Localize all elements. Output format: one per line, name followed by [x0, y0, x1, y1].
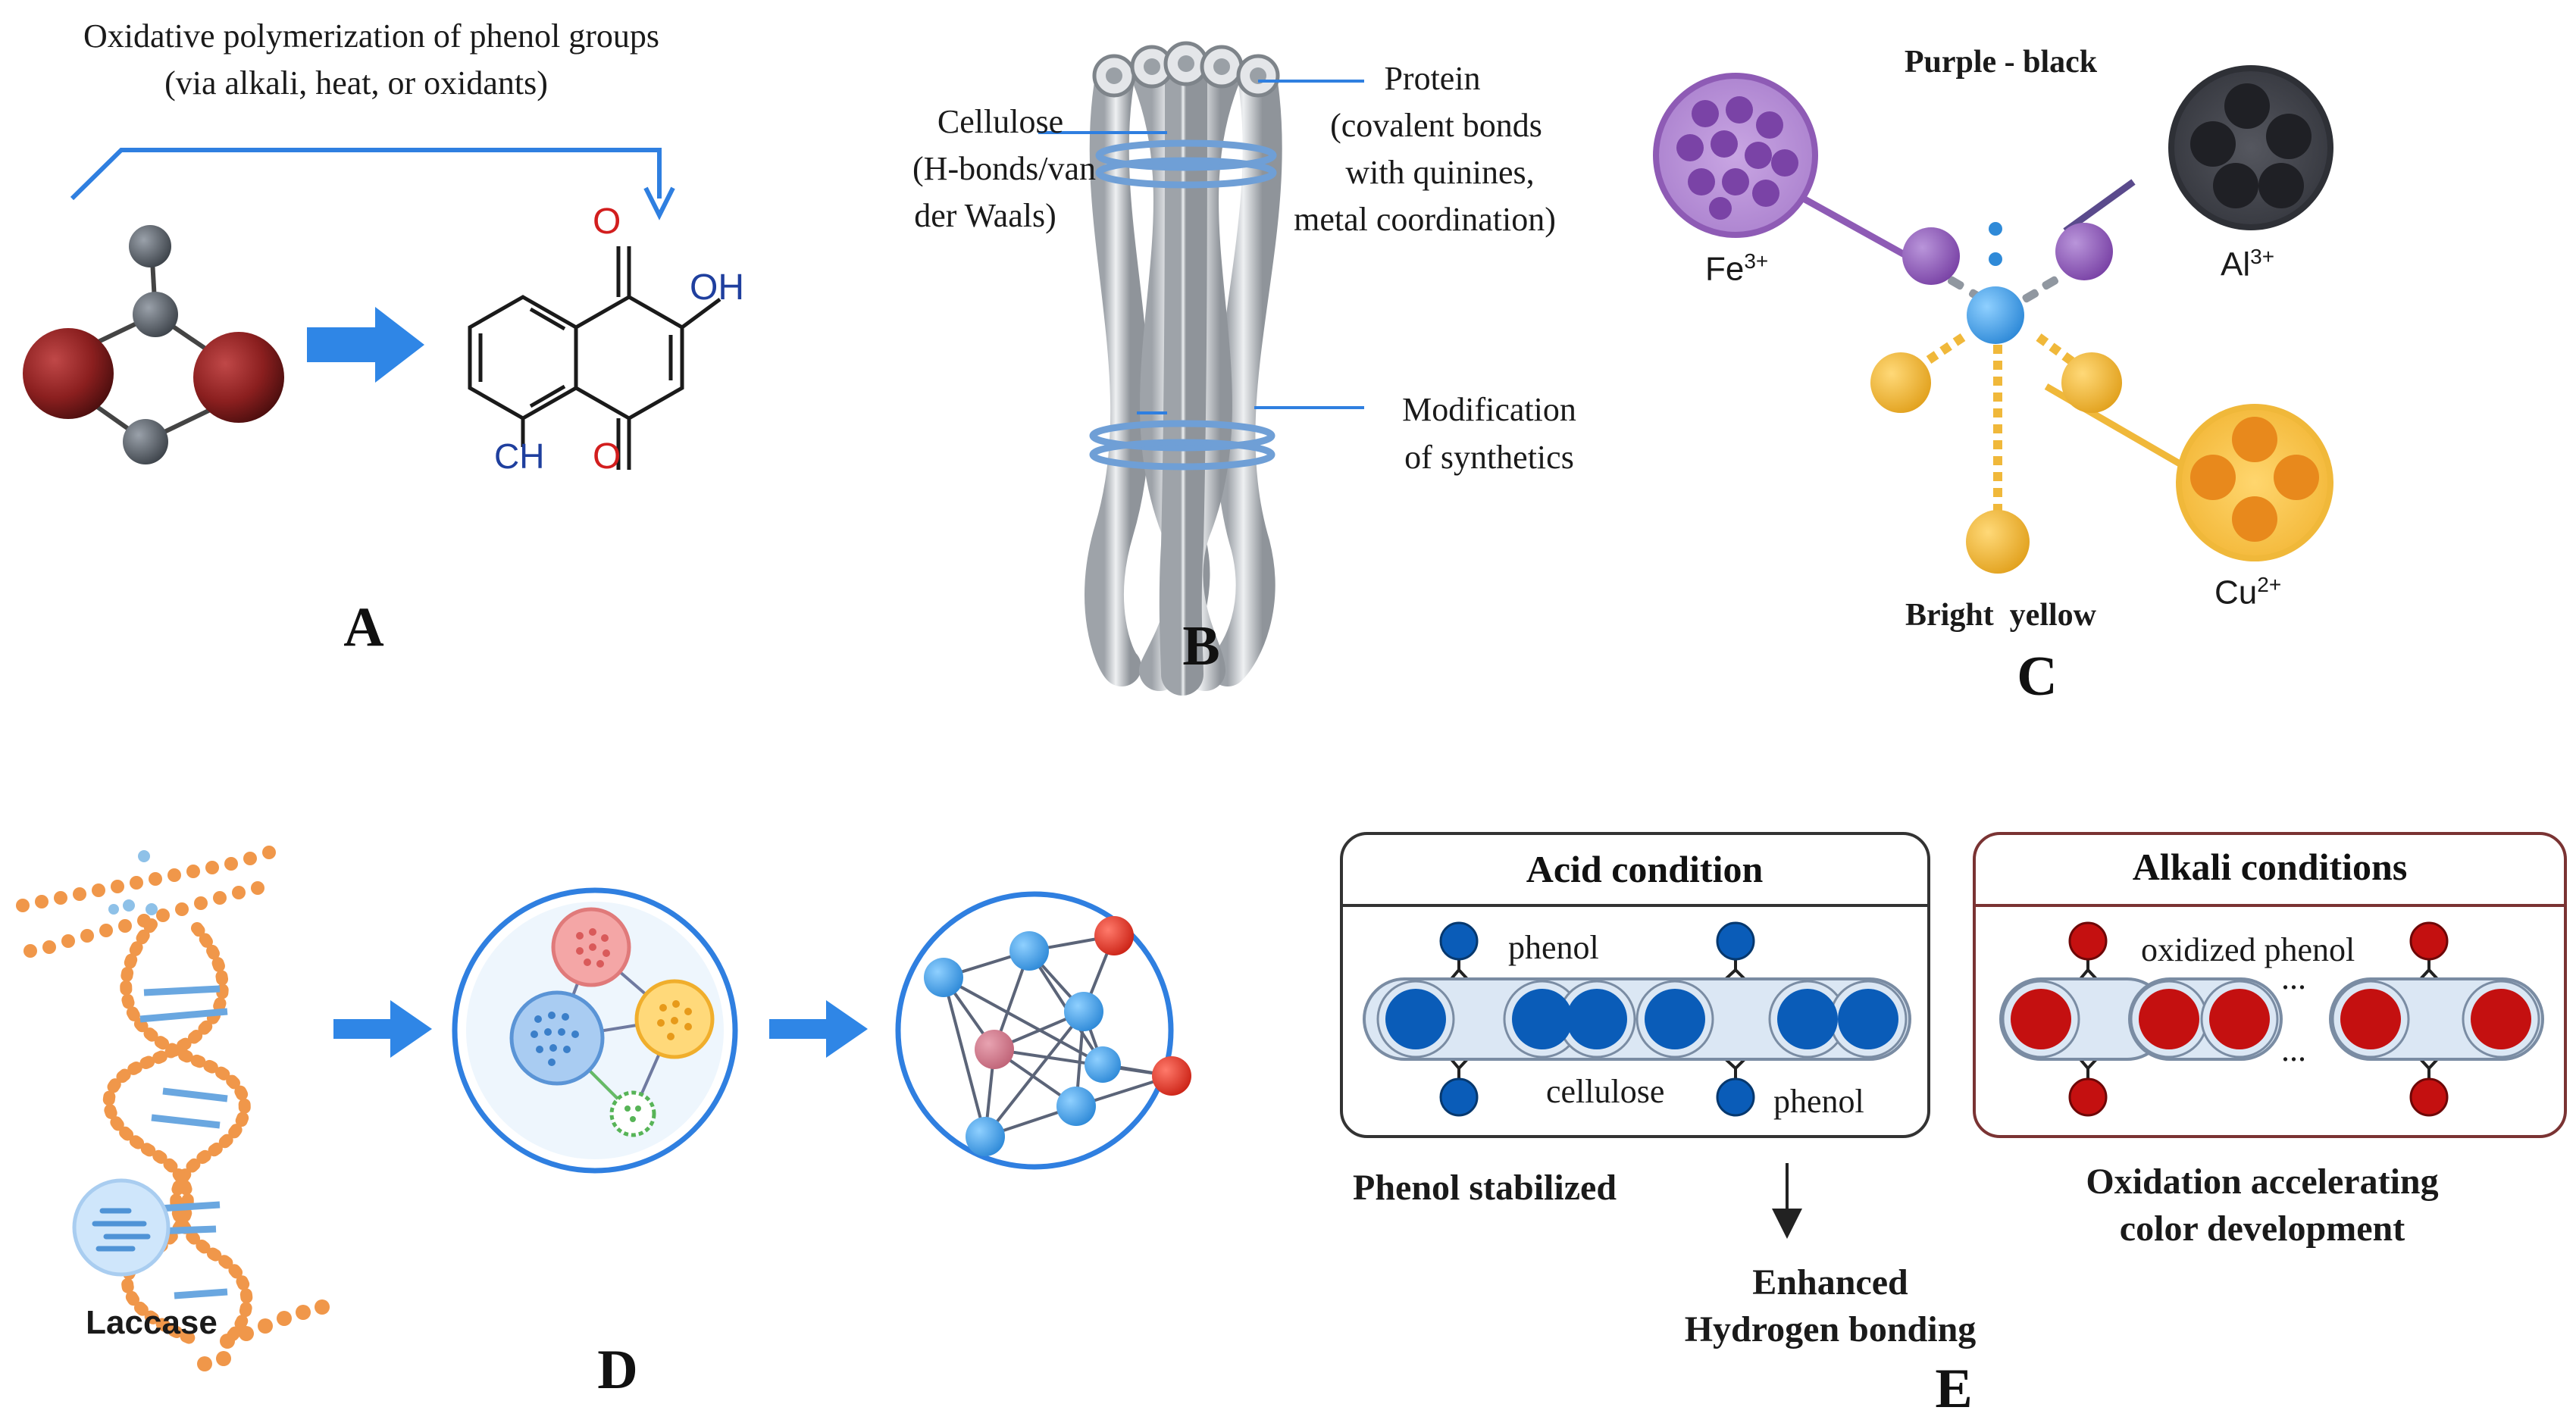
oxygen-label-top: O	[593, 202, 621, 242]
al-ion-cluster	[2168, 65, 2333, 230]
panel-letter-d: D	[597, 1339, 638, 1401]
cellulose-label-line2: (H-bonds/van	[912, 150, 1096, 187]
center-blue-node	[1967, 286, 2024, 344]
cellulose-label-line3: der Waals)	[914, 197, 1056, 234]
fe-ion-label: Fe3+	[1705, 249, 1769, 288]
laccase-strand	[16, 846, 276, 958]
acid-cellulose-chain	[1363, 921, 1911, 1117]
protein-label-line1: Protein	[1384, 60, 1481, 97]
ellipsis-bottom: ...	[2281, 1031, 2306, 1068]
oxygen-label-bottom: O	[593, 436, 621, 477]
panel-d-graphics	[16, 846, 1191, 1371]
panel-d-arrow-1	[333, 1000, 432, 1058]
grey-atom-bottom	[123, 419, 168, 464]
panel-e-graphics	[1340, 832, 2567, 1239]
panel-c-graphics	[1653, 65, 2333, 574]
synthetics-label-line1: Modification	[1402, 391, 1576, 428]
cu-ion-label: Cu2+	[2214, 573, 2282, 611]
fe-ion-cluster	[1653, 73, 1818, 238]
hydroxyl-label: OH	[690, 267, 744, 308]
panel-a-bracket-line	[70, 148, 662, 201]
cellulose-label-line1: Cellulose	[937, 103, 1064, 140]
ellipsis-top: ...	[2281, 959, 2306, 996]
purple-node-right	[2055, 223, 2113, 280]
laccase-label: Laccase	[86, 1304, 218, 1341]
phenol-label-top: phenol	[1508, 929, 1599, 966]
laccase-enzyme-bubble	[72, 1178, 171, 1277]
panel-a-bracket-arrowhead	[643, 186, 675, 220]
naphthoquinone-structure	[468, 246, 721, 470]
alkali-cellulose-chain	[1999, 921, 2544, 1117]
grey-atom-center	[133, 292, 178, 337]
panel-a-graphics	[23, 148, 721, 470]
acid-condition-title: Acid condition	[1526, 848, 1764, 890]
oxidation-label-line2: color development	[2119, 1209, 2405, 1249]
cu-ion-cluster	[2176, 404, 2333, 561]
panel-letter-a: A	[343, 596, 384, 658]
panel-a-reaction-arrow	[307, 307, 424, 383]
binding-bands	[1089, 139, 1277, 471]
phenol-label-bottom: phenol	[1773, 1083, 1864, 1120]
panel-d-arrow-2	[769, 1000, 868, 1058]
cellulose-label: cellulose	[1546, 1073, 1665, 1110]
crosslinked-network-circle	[895, 891, 1191, 1170]
aggregated-particles-circle	[452, 887, 738, 1174]
enhanced-label-line2: Hydrogen bonding	[1684, 1309, 1977, 1349]
gold-node-right	[2061, 352, 2122, 413]
maroon-atom-left	[23, 328, 114, 419]
al-ion-label: Al3+	[2221, 245, 2275, 283]
purple-black-label: Purple - black	[1904, 45, 2098, 80]
bright-yellow-label: Bright yellow	[1905, 598, 2096, 633]
alkali-conditions-title: Alkali conditions	[2132, 846, 2408, 888]
maroon-atom-right	[193, 332, 284, 423]
panel-a-caption-line1: Oxidative polymerization of phenol group…	[83, 17, 660, 55]
gold-node-left	[1870, 352, 1931, 413]
grey-atom-top	[129, 225, 171, 267]
panel-letter-b: B	[1182, 615, 1220, 677]
enhanced-label-line1: Enhanced	[1752, 1262, 1908, 1302]
ch-label: CH	[494, 436, 545, 476]
gold-node-bottom	[1966, 510, 2030, 574]
panel-letter-c: C	[2017, 646, 2058, 708]
panel-a-caption-line2: (via alkali, heat, or oxidants)	[164, 64, 548, 102]
oxidized-phenol-label: oxidized phenol	[2141, 931, 2355, 968]
panel-letter-e: E	[1935, 1358, 1973, 1420]
fiber-bundle	[1038, 41, 1364, 696]
protein-label-line4: metal coordination)	[1294, 201, 1556, 238]
protein-label-line3: with quinines,	[1345, 154, 1535, 191]
phenol-stabilized-label: Phenol stabilized	[1353, 1168, 1617, 1208]
protein-label-line2: (covalent bonds	[1330, 107, 1542, 144]
synthetics-label-line2: of synthetics	[1404, 439, 1574, 476]
oxidation-label-line1: Oxidation accelerating	[2086, 1162, 2439, 1202]
purple-node-left	[1902, 227, 1960, 285]
